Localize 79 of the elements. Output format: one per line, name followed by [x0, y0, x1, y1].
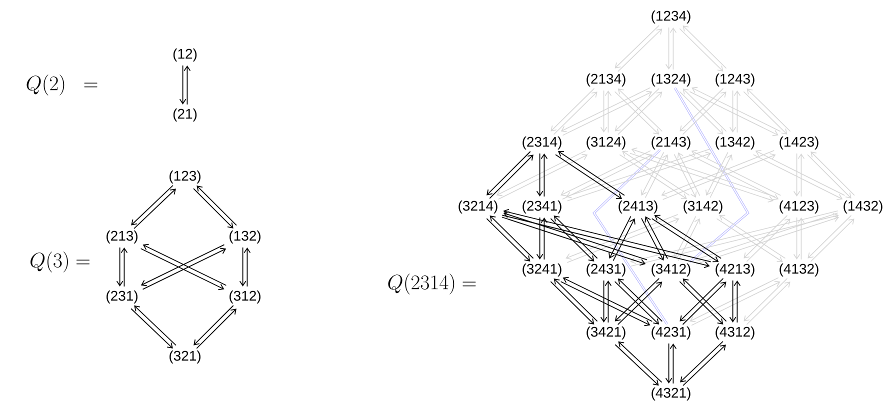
- arrow: [120, 247, 128, 287]
- arrow: [600, 90, 608, 132]
- arrow: [674, 154, 697, 198]
- arrow: [540, 217, 548, 260]
- arrow: [793, 217, 800, 260]
- arrow: [179, 65, 186, 104]
- node-label: (2143): [652, 136, 690, 150]
- arrow: [644, 216, 668, 260]
- arrow: [604, 90, 612, 133]
- arrow: [793, 153, 800, 196]
- equation-label: $Q(3) =$: [30, 252, 90, 272]
- arrow: [798, 217, 805, 260]
- arrow: [502, 214, 710, 268]
- equation-label: $Q(2) \;\; =$: [26, 74, 98, 96]
- node-label: (312): [230, 290, 260, 304]
- arrow: [630, 152, 774, 203]
- node-label: (21): [173, 108, 197, 122]
- arrow: [644, 154, 668, 198]
- arrow: [184, 66, 191, 105]
- arrow: [670, 343, 677, 384]
- node-label: (123): [170, 170, 200, 184]
- arrow: [665, 343, 672, 384]
- arrow: [239, 247, 246, 286]
- node-label: (231): [106, 290, 138, 304]
- node-label: (1423): [780, 136, 818, 150]
- node-label: (2134): [586, 73, 626, 87]
- arrow: [641, 218, 664, 261]
- node-label: (2314): [522, 136, 562, 150]
- arrow: [665, 27, 672, 70]
- arrow: [503, 208, 712, 262]
- node-label: (2341): [522, 200, 562, 214]
- equation-label: $Q(2314) =$: [388, 274, 476, 294]
- node-label: (4321): [652, 387, 690, 400]
- node-label: (4213): [716, 263, 754, 276]
- node-label: (3214): [458, 200, 498, 214]
- arrow: [536, 217, 544, 260]
- node-label: (1342): [716, 136, 754, 150]
- node-label: (3412): [652, 263, 690, 276]
- arrow: [705, 152, 728, 196]
- node-label: (3421): [586, 326, 626, 340]
- node-label: (132): [230, 230, 260, 244]
- arrow: [798, 153, 805, 197]
- node-label: (321): [170, 350, 200, 364]
- node-label: (1324): [652, 73, 690, 87]
- arrow: [678, 218, 700, 262]
- node-label: (1234): [652, 10, 690, 24]
- node-label: (213): [106, 230, 138, 244]
- arrow: [612, 218, 636, 262]
- arrow: [631, 147, 776, 198]
- arrow: [604, 280, 612, 323]
- node-label: (12): [173, 48, 197, 62]
- node-label: (2413): [618, 200, 658, 214]
- arrow: [244, 247, 251, 287]
- arrow: [116, 247, 124, 286]
- arrow: [677, 152, 700, 196]
- arrow: [729, 90, 736, 132]
- arrow: [503, 211, 648, 260]
- arrow: [640, 152, 664, 196]
- arrow: [600, 280, 608, 322]
- node-label: (4132): [780, 263, 818, 276]
- node-label: (1432): [844, 200, 882, 214]
- node-label: (4123): [780, 200, 818, 214]
- node-label: (2431): [586, 263, 626, 276]
- arrow: [710, 154, 733, 198]
- arrow: [729, 280, 736, 322]
- node-label: (4231): [652, 326, 690, 340]
- arrow: [674, 216, 696, 259]
- arrow: [734, 90, 741, 133]
- node-label: (3124): [586, 136, 626, 150]
- arrow: [608, 216, 632, 259]
- arrow: [734, 280, 741, 323]
- node-label: (3142): [684, 200, 722, 214]
- arrow: [502, 216, 646, 266]
- node-label: (4312): [716, 326, 754, 340]
- node-label: (1243): [716, 73, 754, 87]
- arrow: [540, 153, 548, 197]
- node-label: (3241): [522, 263, 562, 276]
- arrow: [670, 28, 677, 70]
- arrow: [536, 153, 544, 196]
